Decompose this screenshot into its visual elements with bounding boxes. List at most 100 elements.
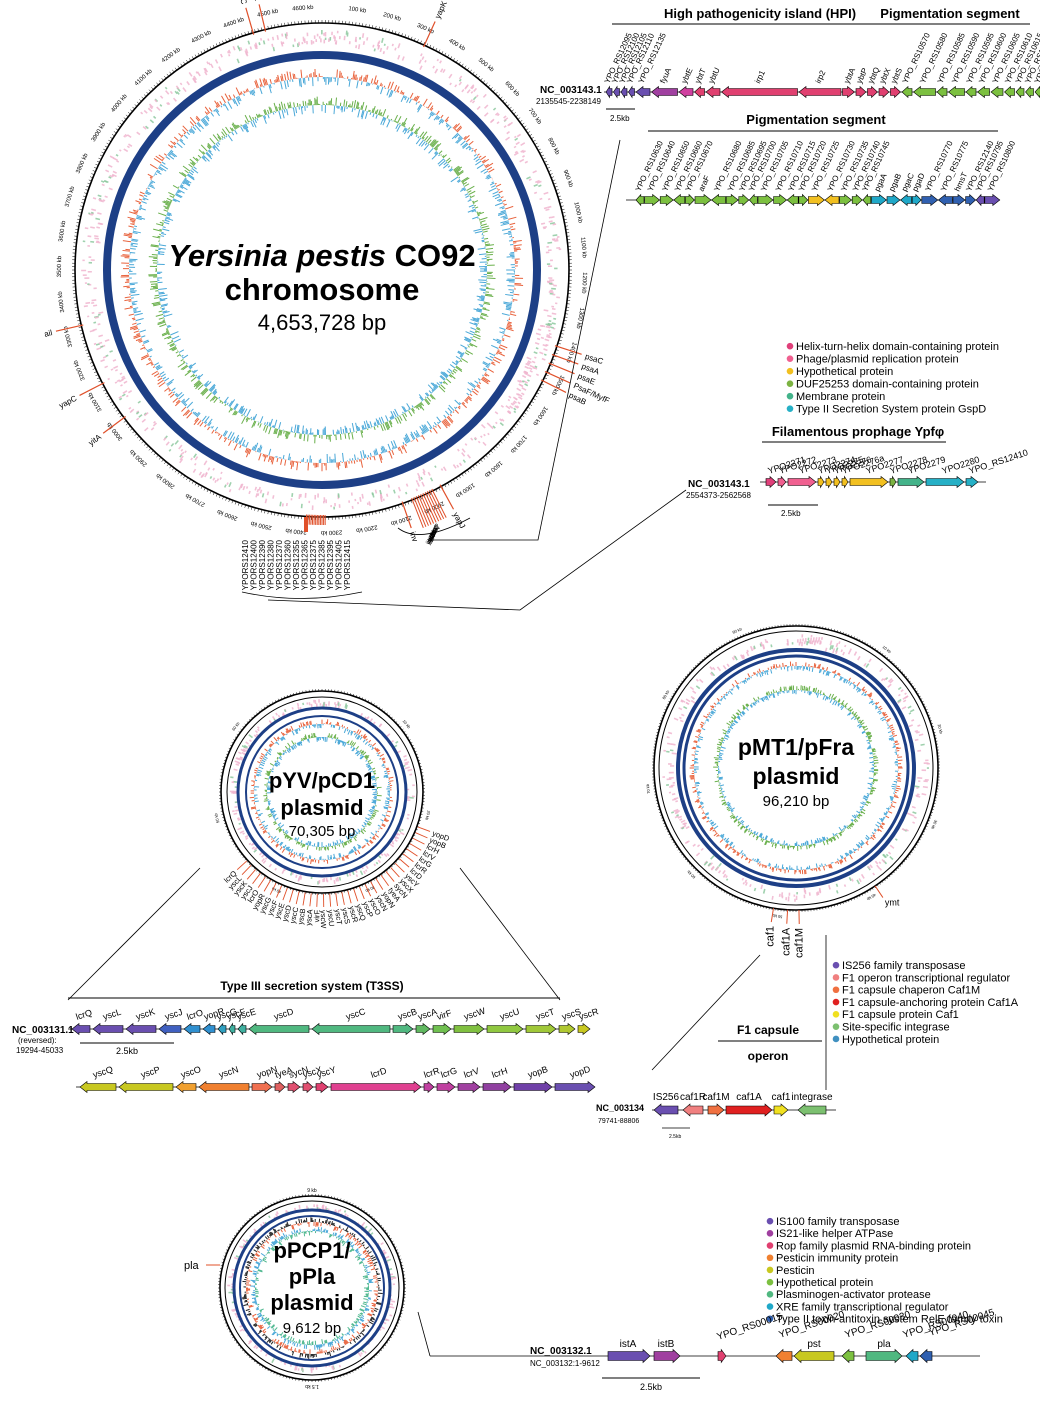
pyv-marker-line — [415, 832, 428, 839]
prophage-gene-arrow — [849, 475, 889, 489]
chromosome-tick-label: 1700 kb — [508, 434, 527, 454]
chromosome-feature-band — [81, 29, 562, 511]
legend-swatch — [766, 1217, 774, 1225]
t3ss-gene-arrow — [525, 1022, 557, 1036]
prophage-gene-arrow — [965, 475, 979, 489]
hpi-marker-label: irp2 — [425, 533, 437, 546]
t3ss-gene-label: yscN — [218, 1064, 240, 1080]
legend-label: Plasminogen-activator protease — [776, 1289, 931, 1301]
pyv-ticks — [219, 689, 425, 895]
t3ss-gene-arrow — [457, 1080, 481, 1094]
hpi-scale: 2.5kb — [610, 114, 630, 123]
chromosome-tick-label: 2800 kb — [155, 471, 176, 489]
pmt1-line1: pMT1/pFra — [738, 734, 854, 760]
ppcp1-tick-label: 9 kb — [307, 1188, 317, 1194]
chromosome-line2: chromosome — [225, 272, 420, 307]
t3ss-gene-arrow — [287, 1080, 301, 1094]
hpi-gene-arrow — [705, 85, 721, 99]
pmt1-ticks — [652, 624, 940, 912]
pmt1-gc-skew — [713, 685, 879, 851]
pmt1-tick-label: 90 kb — [732, 626, 744, 635]
t3ss-gene-label: yscB — [397, 1006, 419, 1022]
pmt1-tick-label: 70 kb — [645, 783, 651, 794]
ppcp1-ticks — [218, 1194, 406, 1382]
t3ss-gene-label: yscL — [102, 1007, 123, 1022]
ppcp1-scale: 2.5kb — [640, 1382, 662, 1392]
chromosome-tick-label: 1200 kb — [580, 272, 587, 294]
pyv-marker-line — [263, 879, 272, 892]
f1-gene-arrow — [797, 1103, 827, 1117]
t3ss-gene-arrow — [125, 1022, 157, 1036]
prophage-gene-arrow — [825, 475, 833, 489]
hpi-gene-label: irp1 — [753, 68, 767, 84]
ppcp1-markers: pla — [184, 1260, 220, 1272]
chromosome-tick-label: 300 kb — [416, 23, 436, 36]
chromosome-tick-label: 400 kb — [447, 38, 466, 53]
f1-gene-arrow — [682, 1103, 704, 1117]
legend-label: XRE family transcriptional regulator — [776, 1301, 949, 1313]
pyv-marker-line — [390, 867, 400, 878]
hpi-gene-arrow — [855, 85, 867, 99]
legend-swatch — [832, 1035, 840, 1043]
pyv-marker-line — [316, 893, 318, 907]
t3ss-accession: NC_003131.1 — [12, 1025, 74, 1036]
hpi-gene-arrow — [613, 85, 620, 99]
ypors-marker-label: YPORS12375 — [309, 539, 318, 590]
t3ss-gene-arrow — [554, 1080, 596, 1094]
hpi-gene-arrow — [678, 85, 694, 99]
ypors-marker-label: YPORS12410 — [241, 539, 250, 590]
t3ss-range: 19294-45033 — [16, 1046, 64, 1055]
hpi-gene-arrow — [798, 85, 842, 99]
pmt1-tick-label: 80 kb — [661, 689, 671, 701]
chromosome-tick-label: 3700 kb — [65, 185, 77, 208]
ypors-marker-label: YPORS12365 — [301, 539, 310, 590]
hpi-gene-arrow — [628, 85, 635, 99]
prophage-gene-arrow — [777, 475, 787, 489]
t3ss-gene-arrow — [415, 1022, 431, 1036]
ypors-marker-label: YPORS12380 — [267, 539, 276, 590]
t3ss-gene-label: yscC — [345, 1006, 368, 1022]
f1-panel: F1 capsule operon NC_003134 79741-88806 … — [596, 935, 836, 1140]
hpi-gene-arrow — [878, 85, 890, 99]
chromosome-marker-label: ail — [43, 328, 53, 339]
hpi-header: High pathogenicity island (HPI) — [664, 6, 856, 21]
t3ss-gene-arrow — [198, 1080, 250, 1094]
legend-label: F1 capsule chaperon Caf1M — [842, 985, 980, 997]
hpi-gene-arrow — [721, 85, 798, 99]
hpi-marker-line — [424, 491, 440, 522]
ppcp1-gene-arrow — [775, 1348, 793, 1364]
chromosome-tick-label: 1900 kb — [454, 481, 476, 498]
chromosome-tick-label: 1600 kb — [531, 405, 548, 427]
pyv-gc-content — [249, 719, 394, 865]
pmt1-gc-content — [689, 661, 903, 875]
f1-scale: 2.5kb — [669, 1134, 681, 1140]
hpi-gene-arrow — [913, 85, 936, 99]
chromosome-tick-label: 2200 kb — [355, 523, 378, 533]
t3ss-gene-arrow — [175, 1080, 197, 1094]
hpi-gene-label: fyuA — [658, 66, 673, 85]
hpi-gene-arrow — [901, 85, 913, 99]
f1-gene-label: integrase — [791, 1092, 833, 1103]
t3ss-gene-label: yscA — [417, 1006, 439, 1022]
chromosome-tick-label: 800 kb — [546, 137, 560, 156]
ppcp1-gene-arrow — [717, 1348, 727, 1364]
chromosome-marker-line — [79, 382, 105, 396]
chromosome-tick-label: 3000 kb — [106, 420, 124, 441]
prophage-gene-arrow — [817, 475, 825, 489]
pigment-gene-arrow — [921, 193, 939, 207]
chromosome-marker-line — [401, 501, 412, 529]
f1-gene-label: IS256 — [653, 1092, 680, 1103]
ypors-marker-label: YPORS12385 — [318, 539, 327, 590]
legend-label: DUF25253 domain-containing protein — [796, 379, 979, 391]
hpi-gene-label: ybtT — [693, 67, 708, 85]
pmt1-marker-line — [770, 908, 774, 923]
pyv-marker-line — [380, 874, 389, 886]
ppcp1-tick-label: 1.5 kb — [305, 1383, 319, 1389]
t3ss-gene-label: lcrO — [186, 1007, 205, 1022]
legend-swatch — [766, 1230, 774, 1237]
ppcp1-gc-skew — [250, 1227, 374, 1350]
pigment-gene-arrow — [711, 193, 726, 207]
prophage-accession: NC_003143.1 — [688, 479, 750, 490]
